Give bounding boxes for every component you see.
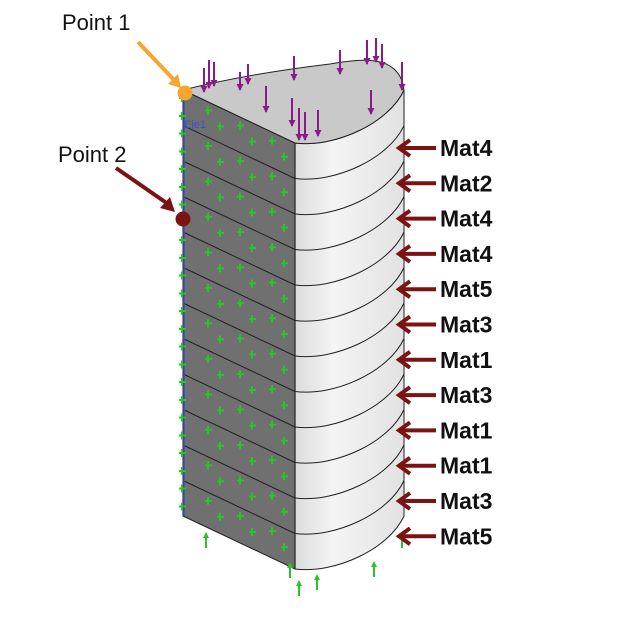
layer-label-2: Mat2 bbox=[440, 170, 492, 196]
top-load-arrows bbox=[200, 38, 406, 141]
layer-arrowhead bbox=[395, 279, 412, 299]
flat-layer-line bbox=[182, 444, 296, 499]
load-arrowhead bbox=[363, 58, 371, 65]
load-arrowhead bbox=[236, 84, 244, 91]
bottom-support-arrowhead bbox=[203, 532, 209, 538]
support-arrows bbox=[179, 94, 405, 596]
load-arrowhead bbox=[378, 62, 386, 69]
load-arrowhead bbox=[398, 84, 406, 91]
point-2-label: Point 2 bbox=[58, 142, 127, 167]
layer-arrowhead bbox=[395, 350, 412, 370]
load-arrowhead bbox=[290, 74, 298, 81]
layer-arrowhead bbox=[395, 314, 412, 335]
load-arrowhead bbox=[367, 108, 375, 115]
point-2-marker bbox=[175, 211, 191, 227]
layer-arrowhead bbox=[395, 138, 412, 158]
layer-arrowhead bbox=[395, 456, 412, 476]
layer-labels: Mat4Mat2Mat4Mat4Mat5Mat3Mat1Mat3Mat1Mat1… bbox=[395, 135, 493, 549]
load-arrowhead bbox=[314, 130, 322, 137]
layer-arrowhead bbox=[395, 173, 412, 193]
bottom-support-arrowhead bbox=[314, 574, 320, 580]
layer-arrowhead bbox=[395, 491, 412, 511]
curved-face bbox=[294, 89, 405, 571]
point-1-arrowhead bbox=[168, 74, 181, 88]
load-arrowhead bbox=[295, 134, 303, 141]
load-arrowhead bbox=[205, 82, 213, 89]
layer-arrowhead bbox=[395, 385, 412, 405]
layer-label-9: Mat1 bbox=[440, 417, 493, 443]
curved-layer-line bbox=[294, 480, 405, 535]
curved-layer-line bbox=[294, 338, 405, 393]
model-geometry: Eje1 bbox=[181, 59, 405, 571]
flat-layer-line bbox=[182, 196, 296, 250]
flat-layer-line bbox=[182, 267, 296, 321]
layer-label-5: Mat5 bbox=[440, 276, 493, 302]
point-1-arrow bbox=[136, 40, 178, 84]
point-markers bbox=[114, 40, 193, 227]
load-arrowhead bbox=[372, 56, 380, 63]
curved-layer-line bbox=[294, 444, 405, 500]
point-2-arrowhead bbox=[160, 197, 175, 212]
load-arrowhead bbox=[336, 68, 344, 75]
load-arrowhead bbox=[244, 78, 252, 85]
load-arrowhead bbox=[301, 134, 309, 141]
layer-arrowhead bbox=[395, 244, 412, 264]
load-arrowhead bbox=[288, 120, 296, 127]
layer-label-11: Mat3 bbox=[440, 488, 492, 514]
flat-layer-line bbox=[182, 160, 296, 215]
layer-label-4: Mat4 bbox=[440, 241, 493, 267]
layer-label-12: Mat5 bbox=[440, 523, 493, 549]
layer-label-8: Mat3 bbox=[440, 382, 492, 408]
curved-layer-line bbox=[294, 231, 405, 287]
curved-layer-line bbox=[294, 409, 405, 464]
flat-layer-line bbox=[182, 231, 296, 286]
layer-label-6: Mat3 bbox=[440, 312, 492, 338]
bottom-support-arrowhead bbox=[371, 561, 377, 567]
load-arrowhead bbox=[200, 86, 208, 93]
curved-layer-line bbox=[294, 160, 405, 216]
point-2-arrow bbox=[114, 166, 170, 206]
curved-layer-line bbox=[294, 125, 405, 180]
point-1-marker bbox=[177, 85, 193, 101]
bottom-support-arrowhead bbox=[287, 562, 293, 568]
flat-layer-line bbox=[182, 338, 296, 392]
flat-layer-line bbox=[182, 302, 296, 357]
layer-arrowhead bbox=[395, 420, 412, 441]
top-face bbox=[181, 59, 405, 145]
flat-layer-line bbox=[182, 480, 296, 534]
curved-layer-line bbox=[294, 267, 405, 322]
point-1-label: Point 1 bbox=[62, 10, 131, 35]
layer-arrowhead bbox=[395, 208, 412, 229]
axis-tag-label: Eje1 bbox=[184, 119, 206, 131]
flat-layer-line bbox=[182, 373, 296, 428]
curved-layer-line bbox=[294, 196, 405, 251]
layer-label-3: Mat4 bbox=[440, 206, 493, 232]
layer-label-7: Mat1 bbox=[440, 347, 493, 373]
load-arrowhead bbox=[210, 80, 218, 87]
curved-layer-line bbox=[294, 302, 405, 358]
load-arrowhead bbox=[262, 106, 270, 113]
layer-arrowhead bbox=[395, 526, 412, 546]
flat-layer-line bbox=[182, 409, 296, 463]
layer-label-10: Mat1 bbox=[440, 453, 493, 479]
flat-layer-line bbox=[182, 125, 296, 179]
bottom-support-arrowhead bbox=[296, 580, 302, 586]
curved-layer-line bbox=[294, 373, 405, 429]
layer-label-1: Mat4 bbox=[440, 135, 493, 161]
